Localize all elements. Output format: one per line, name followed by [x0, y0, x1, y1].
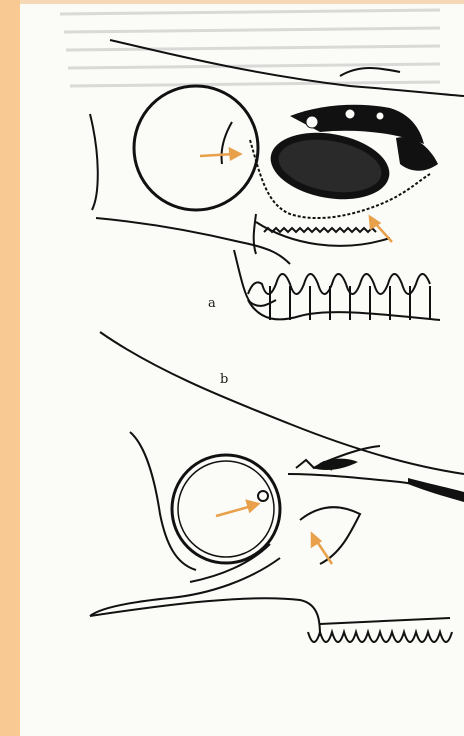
skull-diagram-b [90, 332, 464, 642]
teeth-row-a [248, 274, 440, 320]
panel-label-b: b [220, 372, 228, 387]
skull-illustrations [20, 4, 464, 736]
shaded-cavities [265, 105, 438, 208]
bleed-through-text [60, 10, 440, 86]
book-page: a b [20, 4, 464, 736]
panel-label-a: a [208, 296, 216, 311]
